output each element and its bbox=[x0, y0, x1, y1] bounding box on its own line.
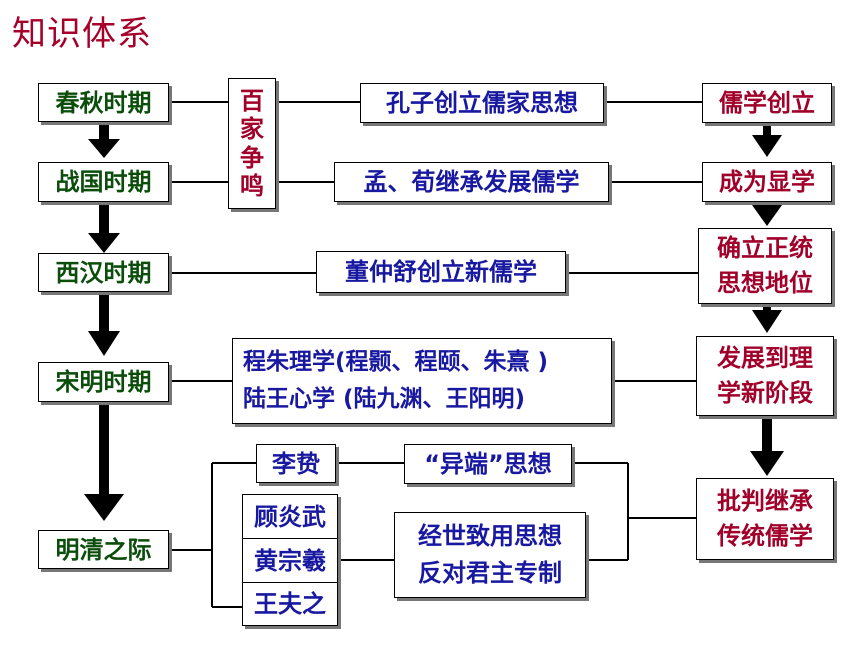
practical-box: 经世致用思想 反对君主专制 bbox=[394, 512, 586, 598]
right-arrows bbox=[750, 124, 784, 476]
hundred-char: 鸣 bbox=[240, 171, 264, 200]
prominent-school-box: 成为显学 bbox=[702, 162, 832, 202]
anti-monarch-text: 反对君主专制 bbox=[418, 559, 562, 587]
critique-line-1: 批判继承 bbox=[717, 487, 813, 516]
wang-fuzhi: 王夫之 bbox=[254, 589, 326, 618]
period-warring-states: 战国时期 bbox=[38, 162, 169, 202]
orthodox-line-1: 确立正统 bbox=[717, 234, 813, 263]
neo-line-1: 发展到理 bbox=[717, 344, 813, 373]
huang-zongxi: 黄宗羲 bbox=[243, 539, 337, 583]
gu-yanwu: 顾炎武 bbox=[243, 495, 337, 540]
hundred-char: 家 bbox=[240, 115, 264, 144]
left-arrows bbox=[84, 124, 124, 521]
lu-wang-text: 陆王心学 (陆九渊、王阳明) bbox=[243, 386, 526, 412]
neo-confucian-box: 发展到理 学新阶段 bbox=[696, 336, 834, 416]
hundred-char: 争 bbox=[240, 143, 264, 172]
period-western-han: 西汉时期 bbox=[38, 253, 169, 292]
neo-line-2: 学新阶段 bbox=[717, 379, 813, 407]
confucianism-founded-box: 儒学创立 bbox=[702, 83, 832, 123]
dong-box: 董仲舒创立新儒学 bbox=[316, 251, 566, 293]
mencius-box: 孟、荀继承发展儒学 bbox=[334, 162, 609, 202]
orthodox-box: 确立正统 思想地位 bbox=[698, 228, 832, 304]
critique-box: 批判继承 传统儒学 bbox=[696, 478, 834, 560]
page-title: 知识体系 bbox=[12, 14, 152, 54]
critique-line-2: 传统儒学 bbox=[717, 522, 813, 550]
practical-text: 经世致用思想 bbox=[418, 521, 562, 550]
orthodox-line-2: 思想地位 bbox=[717, 269, 813, 297]
thinkers-box: 顾炎武 黄宗羲 王夫之 bbox=[242, 494, 338, 626]
period-ming-qing: 明清之际 bbox=[38, 530, 169, 569]
heresy-box: “异端”思想 bbox=[404, 444, 572, 484]
hundred-schools-box: 百 家 争 鸣 bbox=[228, 78, 276, 209]
hundred-char: 百 bbox=[240, 86, 264, 115]
confucius-box: 孔子创立儒家思想 bbox=[360, 83, 604, 123]
period-song-ming: 宋明时期 bbox=[38, 362, 169, 402]
song-ming-schools-box: 程朱理学(程颢、程颐、朱熹 ) 陆王心学 (陆九渊、王阳明) bbox=[232, 338, 612, 424]
li-zhi-box: 李贽 bbox=[256, 444, 336, 483]
period-spring-autumn: 春秋时期 bbox=[38, 83, 169, 122]
cheng-zhu-text: 程朱理学(程颢、程颐、朱熹 ) bbox=[243, 349, 549, 376]
